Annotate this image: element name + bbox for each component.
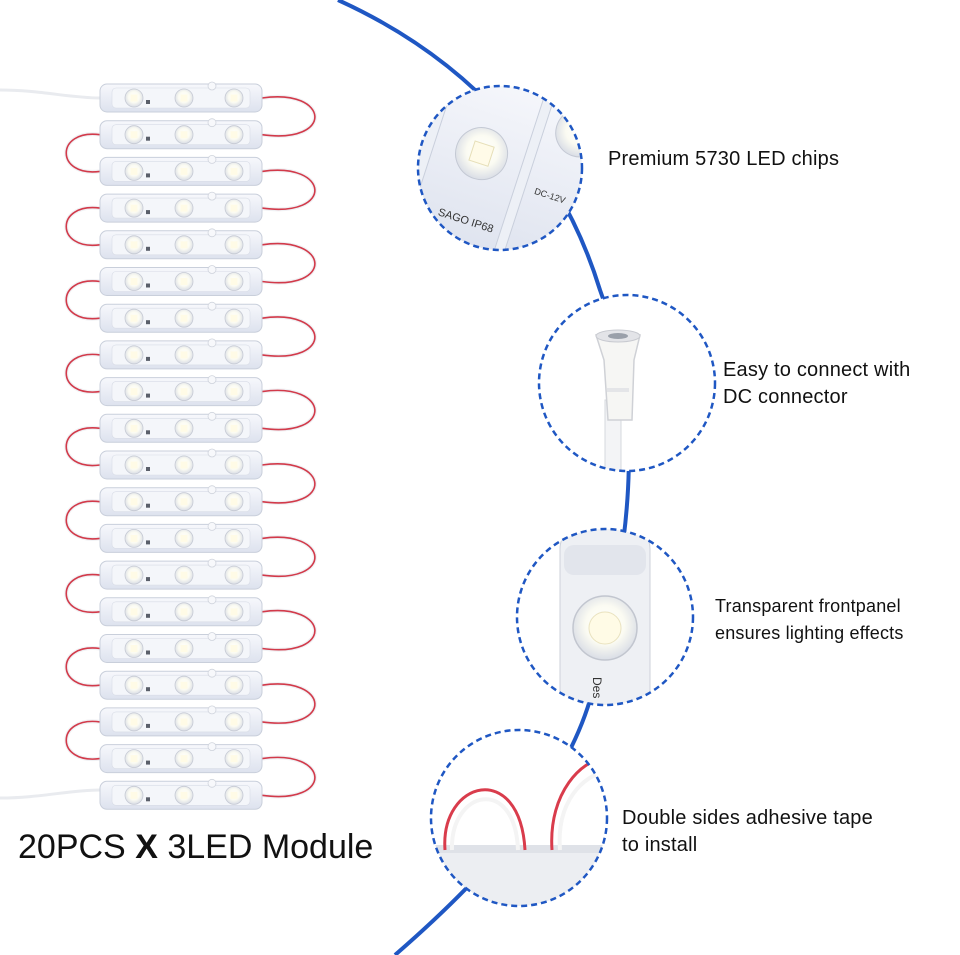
led-module-strip bbox=[0, 81, 317, 810]
feature-circle-led-chips: SAGO IP68 DC-12V bbox=[416, 84, 584, 252]
feature-label-adhesive-tape: Double sides adhesive tape to install bbox=[622, 805, 873, 859]
led-module bbox=[99, 558, 263, 590]
wire-loop-red bbox=[65, 280, 101, 320]
wire-loop-red bbox=[261, 169, 316, 211]
led-module bbox=[99, 632, 263, 663]
wire-loop bbox=[64, 279, 101, 321]
feature-label-dc-connector: Easy to connect with DC connector bbox=[723, 357, 910, 411]
led-module bbox=[99, 742, 263, 774]
wire-loop-red bbox=[65, 573, 101, 614]
wire-loop bbox=[64, 499, 101, 541]
caption-count: 20PCS bbox=[18, 828, 126, 866]
led-module bbox=[99, 81, 263, 113]
wire-loop bbox=[64, 352, 101, 395]
wire-loop-red bbox=[261, 683, 316, 724]
feature-label-line: Premium 5730 LED chips bbox=[608, 148, 840, 170]
product-caption: 20PCS X 3LED Module bbox=[18, 828, 373, 867]
wire-loop-red bbox=[261, 316, 316, 357]
wire-loop-red bbox=[65, 427, 101, 467]
wire-loop-red bbox=[65, 206, 101, 247]
wire-loop-red bbox=[261, 756, 316, 798]
wire-loop-red bbox=[261, 242, 316, 284]
wire-loop-red bbox=[261, 536, 316, 578]
wire-loop bbox=[64, 646, 101, 688]
wire-loop-red bbox=[261, 463, 316, 504]
wire-loop-red bbox=[65, 500, 101, 540]
wire-loop bbox=[64, 425, 101, 468]
wire-loop-red bbox=[261, 609, 316, 651]
led-module bbox=[99, 485, 263, 517]
feature-label-line: to install bbox=[622, 834, 698, 856]
led-module bbox=[99, 595, 263, 627]
led-module bbox=[99, 778, 263, 810]
led-module bbox=[99, 411, 263, 443]
led-module bbox=[99, 705, 263, 737]
wire-loop bbox=[64, 205, 101, 248]
feature-label-line: Transparent frontpanel bbox=[715, 596, 901, 616]
feature-label-led-chips: Premium 5730 LED chips bbox=[608, 146, 839, 173]
wire-loop bbox=[64, 572, 101, 615]
led-module bbox=[99, 448, 263, 480]
led-module bbox=[99, 154, 263, 186]
feature-circle-dc-connector bbox=[537, 293, 717, 473]
led-module bbox=[99, 118, 263, 150]
wire-loop-red bbox=[65, 647, 101, 687]
led-module bbox=[99, 301, 263, 333]
feature-circle-adhesive-tape bbox=[429, 728, 609, 908]
led-module bbox=[99, 191, 263, 223]
led-module bbox=[99, 265, 263, 296]
wire-loop-red bbox=[261, 96, 316, 137]
feature-label-transparent-lens: Transparent frontpanel ensures lighting … bbox=[715, 593, 904, 647]
wire-loop-red bbox=[261, 389, 316, 431]
feature-circle-transparent-lens: Des bbox=[515, 527, 695, 707]
wire-loop bbox=[64, 719, 101, 762]
wire-loop-red bbox=[65, 133, 101, 173]
wire-loop-red bbox=[65, 353, 101, 393]
feature-label-line: ensures lighting effects bbox=[715, 623, 904, 643]
caption-product: 3LED Module bbox=[167, 828, 374, 866]
led-module bbox=[99, 228, 263, 260]
caption-times: X bbox=[135, 828, 158, 866]
led-module bbox=[99, 375, 263, 407]
svg-text:Des: Des bbox=[590, 677, 604, 698]
led-module bbox=[99, 338, 263, 370]
feature-label-line: DC connector bbox=[723, 386, 848, 408]
wire-loop bbox=[64, 132, 101, 174]
feature-label-line: Double sides adhesive tape bbox=[622, 807, 873, 829]
wire-loop-red bbox=[65, 720, 101, 760]
feature-label-line: Easy to connect with bbox=[723, 359, 911, 381]
led-module bbox=[99, 522, 263, 553]
led-module bbox=[99, 668, 263, 700]
